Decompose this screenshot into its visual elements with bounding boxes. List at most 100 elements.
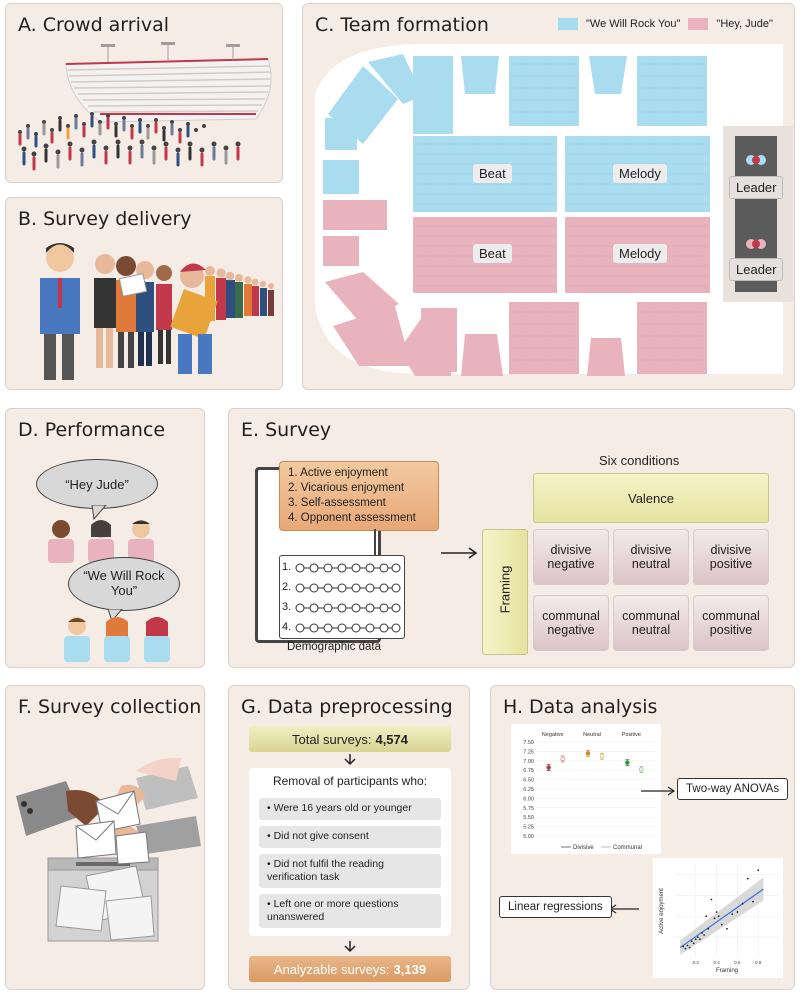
y-tick-label: 6.00 bbox=[523, 796, 534, 802]
panel-crowd-arrival: A. Crowd arrival bbox=[5, 3, 283, 183]
arrow-down-icon bbox=[344, 754, 356, 766]
data-point bbox=[701, 932, 703, 934]
removal-heading: Removal of participants who: bbox=[272, 774, 428, 788]
leader-pink-icon bbox=[746, 239, 766, 249]
question-item: 2. Vicarious enjoyment bbox=[288, 482, 405, 494]
data-point bbox=[546, 765, 551, 770]
valence-box: Valence bbox=[533, 473, 769, 523]
removal-card: Removal of participants who: • Were 16 y… bbox=[249, 768, 451, 936]
criterion-item: • Were 16 years old or younger bbox=[259, 798, 441, 820]
data-point bbox=[688, 946, 691, 949]
bubble-we-will-rock-you: “We Will Rock You” bbox=[68, 557, 180, 611]
panel-title: E. Survey bbox=[241, 419, 332, 441]
regression-line bbox=[679, 888, 764, 949]
demographic-label: Demographic data bbox=[287, 641, 381, 653]
panel-title: C. Team formation bbox=[315, 14, 489, 36]
data-point bbox=[690, 940, 693, 943]
stadium-crowd-illustration bbox=[18, 42, 272, 171]
total-value: 4,574 bbox=[375, 731, 409, 747]
arrow-down-icon bbox=[344, 941, 356, 953]
legend-swatch-pink bbox=[688, 18, 709, 30]
data-point bbox=[707, 927, 710, 930]
condition-divisive-neutral: divisive neutral bbox=[613, 529, 689, 585]
x-tick-label: 0.4 bbox=[713, 960, 720, 965]
data-point bbox=[682, 945, 685, 948]
framing-box: Framing bbox=[482, 529, 528, 655]
y-tick-label: 5.25 bbox=[523, 825, 534, 831]
y-tick-label: 7.25 bbox=[523, 749, 534, 755]
analyzable-surveys-box: Analyzable surveys: 3,139 bbox=[249, 956, 451, 982]
y-tick-label: 5.75 bbox=[523, 806, 534, 812]
leader-label-bottom: Leader bbox=[729, 258, 784, 281]
data-point bbox=[720, 923, 723, 926]
final-label: Analyzable surveys: bbox=[273, 961, 390, 977]
condition-communal-negative: communal negative bbox=[533, 595, 609, 651]
six-conditions-title: Six conditions bbox=[599, 453, 680, 468]
group-label: Positive bbox=[622, 732, 641, 738]
ballot-box-illustration bbox=[16, 757, 201, 942]
data-point bbox=[686, 944, 689, 947]
data-point bbox=[625, 760, 630, 765]
condition-divisive-negative: divisive negative bbox=[533, 529, 609, 585]
section-beat-top: Beat bbox=[473, 164, 512, 183]
y-tick-label: 7.00 bbox=[523, 759, 534, 765]
group-label: Negative bbox=[542, 732, 564, 738]
criterion-item: • Did not give consent bbox=[259, 826, 441, 848]
question-list: 1. Active enjoyment 2. Vicarious enjoyme… bbox=[279, 461, 439, 531]
panel-title: D. Performance bbox=[18, 419, 166, 441]
clipboard-stem bbox=[374, 529, 376, 557]
likert-scale-card: 1. 2. 3. 4. bbox=[279, 555, 405, 639]
x-tick-label: 0.6 bbox=[734, 960, 741, 965]
data-point bbox=[713, 917, 716, 920]
legend-label-hey-jude: "Hey, Jude" bbox=[716, 18, 773, 30]
singers-top-illustration bbox=[48, 520, 154, 563]
anova-chart: 7.50 7.25 7.00 6.75 6.50 6.25 6.00 5.75 5.50 5.25… bbox=[511, 724, 661, 854]
data-point bbox=[705, 915, 708, 918]
survey-queue-illustration bbox=[40, 243, 274, 380]
y-tick-label: 5.00 bbox=[523, 834, 534, 840]
question-item: 4. Opponent assessment bbox=[288, 512, 416, 524]
data-point bbox=[726, 927, 728, 930]
data-point bbox=[746, 877, 749, 880]
leader-label-top: Leader bbox=[729, 176, 784, 199]
panel-title: H. Data analysis bbox=[503, 696, 658, 718]
data-point bbox=[741, 902, 744, 905]
data-point bbox=[560, 756, 565, 762]
y-tick-label: 7.50 bbox=[523, 740, 534, 746]
y-tick-label: 5.50 bbox=[523, 815, 534, 821]
arrow-left-icon bbox=[609, 904, 639, 914]
confidence-band bbox=[680, 877, 764, 955]
condition-communal-positive: communal positive bbox=[693, 595, 769, 651]
data-point bbox=[694, 938, 697, 941]
y-tick-label: 6.50 bbox=[523, 778, 534, 784]
criterion-item: • Left one or more questions unanswered bbox=[259, 894, 441, 928]
panel-data-preprocessing: G. Data preprocessing Total surveys: 4,5… bbox=[228, 685, 470, 990]
panel-survey-delivery: B. Survey delivery bbox=[5, 197, 283, 390]
x-tick-label: 0.2 bbox=[693, 960, 700, 965]
panel-survey: E. Survey 1. Active enjoyment 2. Vicario… bbox=[228, 408, 795, 668]
section-beat-bottom: Beat bbox=[473, 244, 512, 263]
anova-label-box: Two-way ANOVAs bbox=[677, 778, 789, 800]
scale-row-label: 3. bbox=[282, 601, 292, 613]
data-point bbox=[717, 915, 720, 918]
arena-seating-map bbox=[315, 44, 793, 376]
x-axis-label: Framing bbox=[716, 968, 738, 974]
legend-label-we-will-rock-you: "We Will Rock You" bbox=[586, 18, 681, 30]
total-surveys-box: Total surveys: 4,574 bbox=[249, 726, 451, 752]
data-point bbox=[684, 947, 687, 950]
data-point bbox=[752, 900, 754, 903]
panel-data-analysis: H. Data analysis 7.50 7.25 7.00 6.75 6.50 6.2… bbox=[490, 685, 795, 990]
x-tick-label: 0.8 bbox=[755, 960, 762, 965]
y-axis-label: Active enjoyment bbox=[659, 888, 665, 934]
section-melody-top: Melody bbox=[613, 164, 667, 183]
y-tick-label: 6.25 bbox=[523, 787, 534, 793]
legend-swatch-blue bbox=[558, 18, 578, 30]
regression-label-box: Linear regressions bbox=[499, 896, 612, 918]
panel-survey-collection: F. Survey collection bbox=[5, 685, 205, 990]
legend-label: Divisive bbox=[573, 845, 594, 851]
scale-row-label: 1. bbox=[282, 561, 292, 573]
arrow-right-icon bbox=[441, 547, 478, 559]
condition-communal-neutral: communal neutral bbox=[613, 595, 689, 651]
panel-title: A. Crowd arrival bbox=[18, 14, 170, 36]
y-tick-label: 6.75 bbox=[523, 768, 534, 774]
